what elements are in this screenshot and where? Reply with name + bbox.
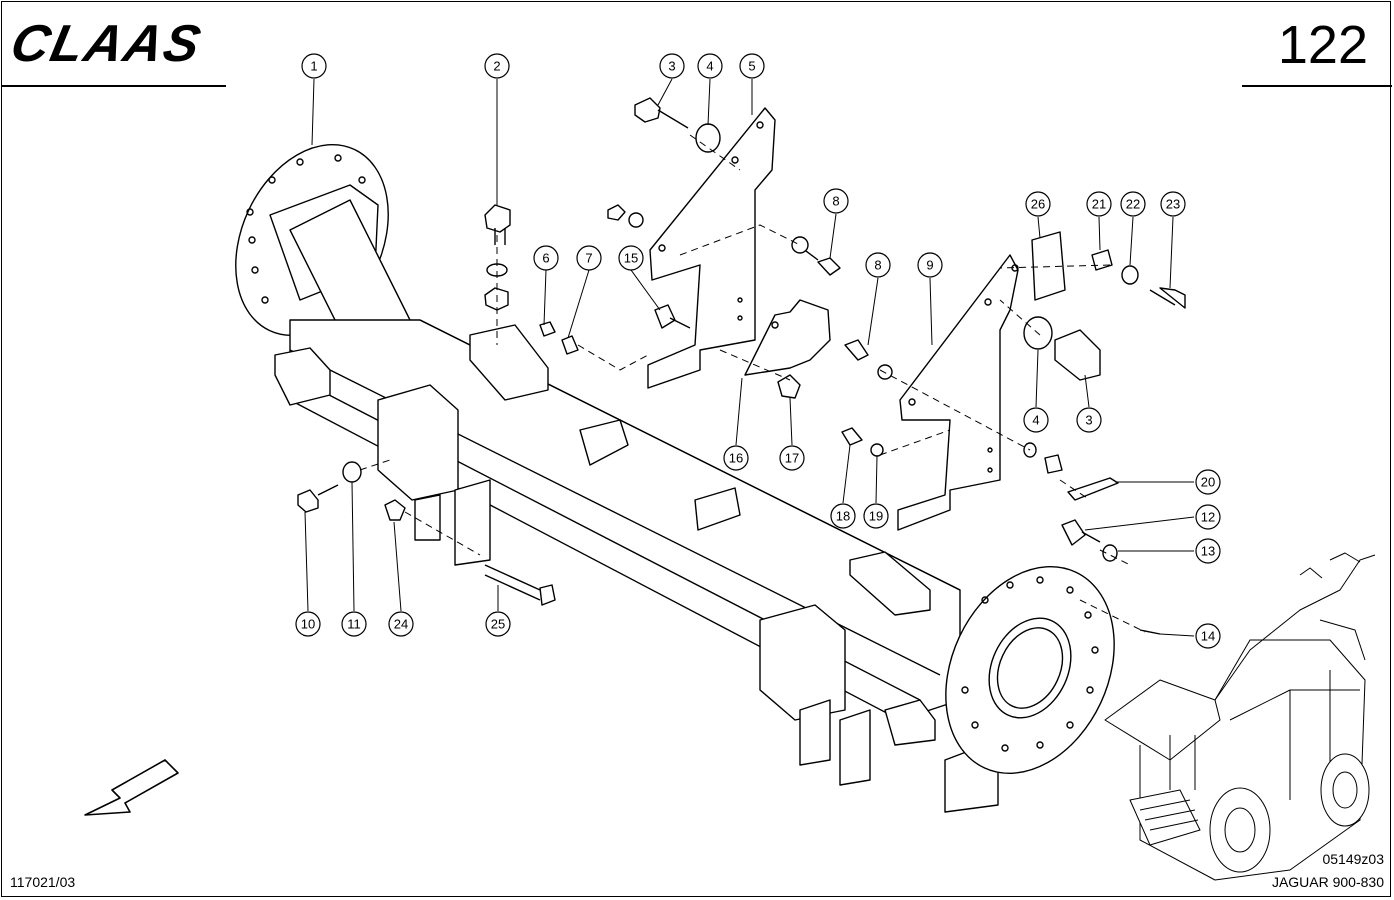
svg-text:3: 3 bbox=[668, 59, 675, 74]
model-name: JAGUAR 900-830 bbox=[1271, 874, 1384, 890]
svg-text:16: 16 bbox=[729, 451, 743, 466]
svg-text:26: 26 bbox=[1031, 197, 1045, 212]
svg-text:8: 8 bbox=[874, 258, 881, 273]
header-rule-left bbox=[2, 85, 226, 87]
svg-text:2: 2 bbox=[493, 59, 500, 74]
svg-text:11: 11 bbox=[347, 617, 361, 632]
svg-text:14: 14 bbox=[1201, 629, 1215, 644]
svg-text:3: 3 bbox=[1085, 413, 1092, 428]
leader-lines bbox=[304, 78, 1195, 637]
callout-23: 23 bbox=[1160, 191, 1186, 217]
fasteners bbox=[297, 97, 1186, 635]
svg-text:24: 24 bbox=[394, 617, 408, 632]
machine-thumbnail bbox=[1104, 552, 1376, 881]
callout-4: 4 bbox=[1023, 407, 1049, 433]
callout-18: 18 bbox=[830, 503, 856, 529]
callout-7: 7 bbox=[576, 245, 602, 271]
svg-text:13: 13 bbox=[1201, 544, 1215, 559]
callout-15: 15 bbox=[618, 245, 644, 271]
callout-9: 9 bbox=[917, 252, 943, 278]
svg-text:9: 9 bbox=[926, 258, 933, 273]
svg-text:20: 20 bbox=[1201, 475, 1215, 490]
svg-text:25: 25 bbox=[491, 617, 505, 632]
callout-16: 16 bbox=[723, 445, 749, 471]
callout-21: 21 bbox=[1086, 191, 1112, 217]
right-flange bbox=[945, 566, 1115, 774]
callout-19: 19 bbox=[863, 503, 889, 529]
callout-8: 8 bbox=[865, 252, 891, 278]
svg-text:10: 10 bbox=[301, 617, 315, 632]
callout-3: 3 bbox=[659, 53, 685, 79]
callout-14: 14 bbox=[1195, 623, 1221, 649]
callout-12: 12 bbox=[1195, 504, 1221, 530]
svg-text:5: 5 bbox=[748, 59, 755, 74]
direction-arrow bbox=[84, 759, 179, 816]
callout-1: 1 bbox=[301, 53, 327, 79]
bracket-5 bbox=[647, 107, 776, 389]
svg-text:7: 7 bbox=[585, 251, 592, 266]
drawing-code: 05149z03 bbox=[1322, 851, 1384, 867]
svg-text:17: 17 bbox=[785, 451, 799, 466]
svg-text:22: 22 bbox=[1126, 197, 1140, 212]
callout-3: 3 bbox=[1076, 407, 1102, 433]
svg-text:12: 12 bbox=[1201, 510, 1215, 525]
callout-17: 17 bbox=[779, 445, 805, 471]
callout-20: 20 bbox=[1195, 469, 1221, 495]
callout-4: 4 bbox=[697, 53, 723, 79]
svg-text:6: 6 bbox=[542, 251, 549, 266]
callout-22: 22 bbox=[1120, 191, 1146, 217]
page-number: 122 bbox=[1277, 15, 1368, 75]
header-rule-right bbox=[1242, 85, 1392, 87]
document-code: 117021/03 bbox=[10, 874, 76, 890]
svg-text:23: 23 bbox=[1166, 197, 1180, 212]
callout-26: 26 bbox=[1025, 191, 1051, 217]
svg-text:8: 8 bbox=[832, 194, 839, 209]
callout-8: 8 bbox=[823, 188, 849, 214]
svg-text:4: 4 bbox=[706, 59, 713, 74]
callout-13: 13 bbox=[1195, 538, 1221, 564]
callout-5: 5 bbox=[739, 53, 765, 79]
callout-2: 2 bbox=[484, 53, 510, 79]
svg-text:1: 1 bbox=[310, 59, 317, 74]
callout-6: 6 bbox=[533, 245, 559, 271]
bracket-16 bbox=[744, 299, 831, 376]
callout-25: 25 bbox=[485, 611, 511, 637]
svg-text:21: 21 bbox=[1092, 197, 1106, 212]
callout-11: 11 bbox=[341, 611, 367, 637]
svg-text:18: 18 bbox=[836, 509, 850, 524]
svg-text:4: 4 bbox=[1032, 413, 1039, 428]
callout-24: 24 bbox=[388, 611, 414, 637]
left-flange bbox=[235, 143, 411, 351]
assembly-lines bbox=[359, 134, 1146, 633]
axle-beam bbox=[274, 319, 999, 813]
svg-text:15: 15 bbox=[624, 251, 638, 266]
svg-text:19: 19 bbox=[869, 509, 883, 524]
bracket-9 bbox=[897, 254, 1019, 531]
callout-10: 10 bbox=[295, 611, 321, 637]
